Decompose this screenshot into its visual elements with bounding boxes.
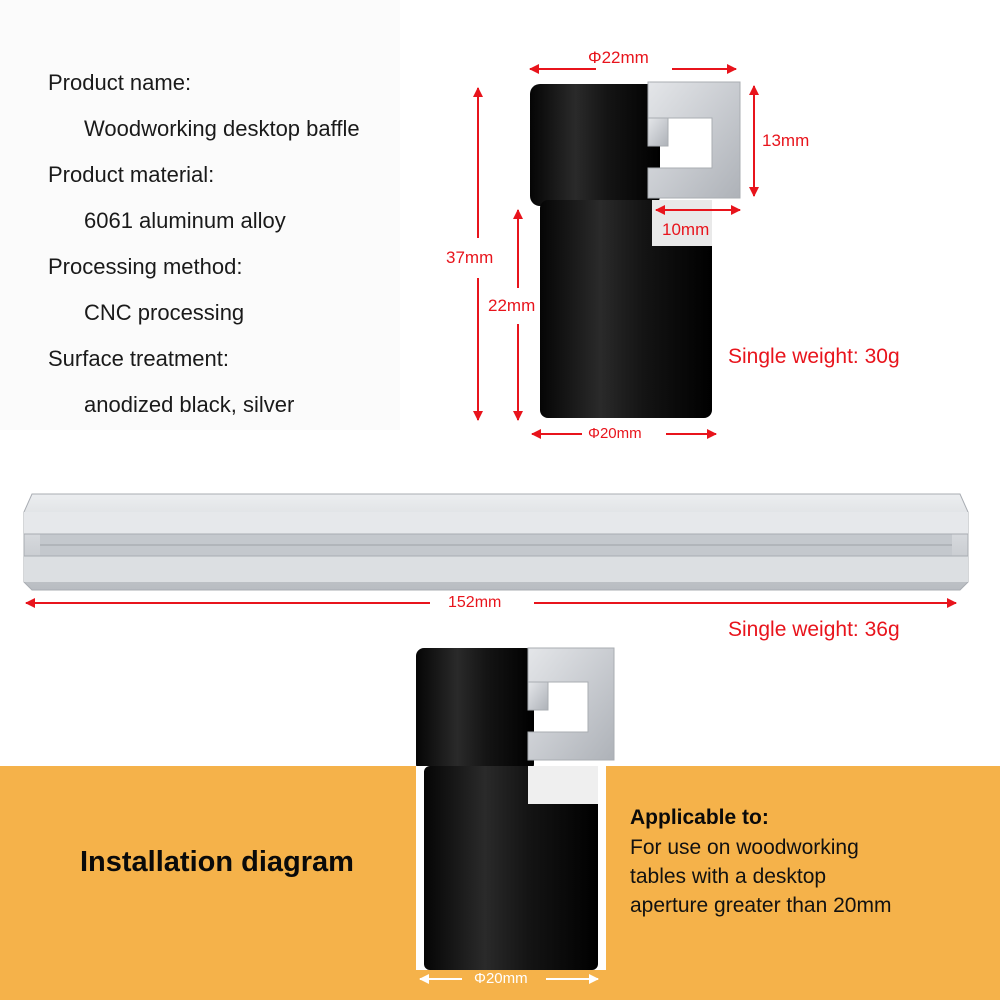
- dim-bottom-diameter: Φ20mm: [588, 425, 642, 442]
- dim-height-total: 37mm: [446, 248, 494, 267]
- applicable-line-2: tables with a desktop: [630, 865, 827, 888]
- product-material-value: 6061 aluminum alloy: [84, 208, 286, 233]
- installation-title: Installation diagram: [80, 846, 354, 878]
- applicable-line-1: For use on woodworking: [630, 836, 859, 859]
- product-name-label: Product name:: [48, 70, 192, 95]
- aluminum-rail: [23, 493, 969, 591]
- aperture-dimension: Φ20mm: [474, 970, 528, 987]
- applicable-heading: Applicable to:: [630, 806, 769, 829]
- dim-top-diameter: Φ22mm: [588, 48, 649, 67]
- dim-rail-length: 152mm: [448, 594, 502, 611]
- applicable-line-3: aperture greater than 20mm: [630, 894, 892, 917]
- rail-weight: Single weight: 36g: [728, 618, 900, 641]
- dim-height-lower: 22mm: [488, 296, 536, 315]
- spec-panel: [0, 0, 400, 430]
- surface-treatment-value: anodized black, silver: [84, 392, 295, 417]
- installation-stop: [416, 647, 615, 970]
- product-name-value: Woodworking desktop baffle: [84, 116, 360, 141]
- dim-hook-height: 13mm: [762, 131, 810, 150]
- stop-weight: Single weight: 30g: [728, 345, 900, 368]
- dim-hook-width: 10mm: [662, 220, 710, 239]
- surface-treatment-label: Surface treatment:: [48, 346, 229, 371]
- processing-method-value: CNC processing: [84, 300, 245, 325]
- processing-method-label: Processing method:: [48, 254, 243, 279]
- stop-product: [530, 81, 741, 418]
- product-material-label: Product material:: [48, 162, 215, 187]
